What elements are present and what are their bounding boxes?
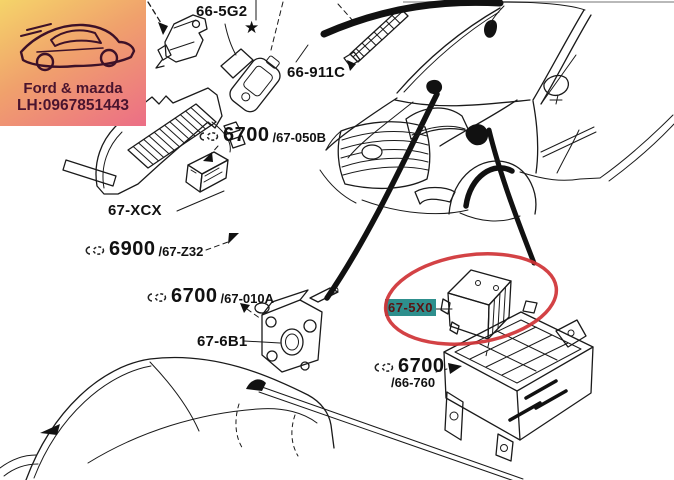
relay-box-sketch — [430, 269, 512, 357]
label-group-67-050B: 6700/67-050B — [196, 124, 326, 147]
label-67-XCX: 67-XCX — [108, 202, 162, 219]
highlighted-part-number: 67-5X0 — [385, 299, 436, 316]
label-ref-67-010A: /67-010A — [220, 290, 274, 306]
sports-car-logo-icon — [19, 23, 136, 72]
antenna-rod-sketch — [295, 3, 409, 71]
fuse-box-sketch — [443, 300, 594, 462]
badge-phone: LH:0967851443 — [16, 97, 130, 114]
arrow-050b — [203, 145, 219, 162]
label-6700-b: 6700 — [171, 285, 218, 307]
label-group-67-Z32: 6900/67-Z32 — [82, 238, 203, 261]
seller-badge: Ford & mazda LH:0967851443 — [0, 0, 146, 126]
car-rear-sketch — [0, 356, 524, 480]
thick-pointer-lines — [320, 0, 537, 301]
label-group-66-760: 6700 /66-760 — [371, 355, 445, 390]
label-6900: 6900 — [109, 238, 156, 260]
label-66-911C: 66-911C — [287, 64, 346, 81]
star-icon: ★ — [244, 18, 260, 37]
car-front-sketch — [319, 1, 674, 222]
label-ref-67-Z32: /67-Z32 — [158, 243, 204, 259]
keyfob-sketch — [229, 55, 281, 113]
label-6700-a: 6700 — [223, 124, 270, 146]
label-6700-c: 6700 — [398, 355, 445, 377]
arrow-760 — [435, 363, 462, 374]
label-67-6B1: 67-6B1 — [197, 333, 248, 350]
arrow-010a — [240, 303, 262, 320]
horn-bracket-sketch — [243, 286, 339, 373]
grille-bracket-sketch — [62, 87, 246, 195]
fastener-icon — [199, 131, 219, 141]
label-66-5G2: 66-5G2 — [196, 3, 248, 20]
control-module-sketch — [176, 151, 229, 212]
plate-part-sketch — [220, 23, 254, 79]
bracket-part-sketch — [147, 1, 208, 69]
badge-title: Ford & mazda — [23, 80, 123, 97]
fastener-icon — [85, 245, 105, 255]
arrow-z32 — [205, 233, 239, 251]
label-ref-67-050B: /67-050B — [272, 129, 326, 145]
fastener-icon — [147, 292, 167, 302]
fastener-icon — [374, 362, 394, 372]
label-ref-66-760: /66-760 — [391, 375, 436, 390]
label-group-67-010A: 6700/67-010A — [144, 285, 274, 308]
keyfob-dashed-leader — [270, 1, 284, 51]
